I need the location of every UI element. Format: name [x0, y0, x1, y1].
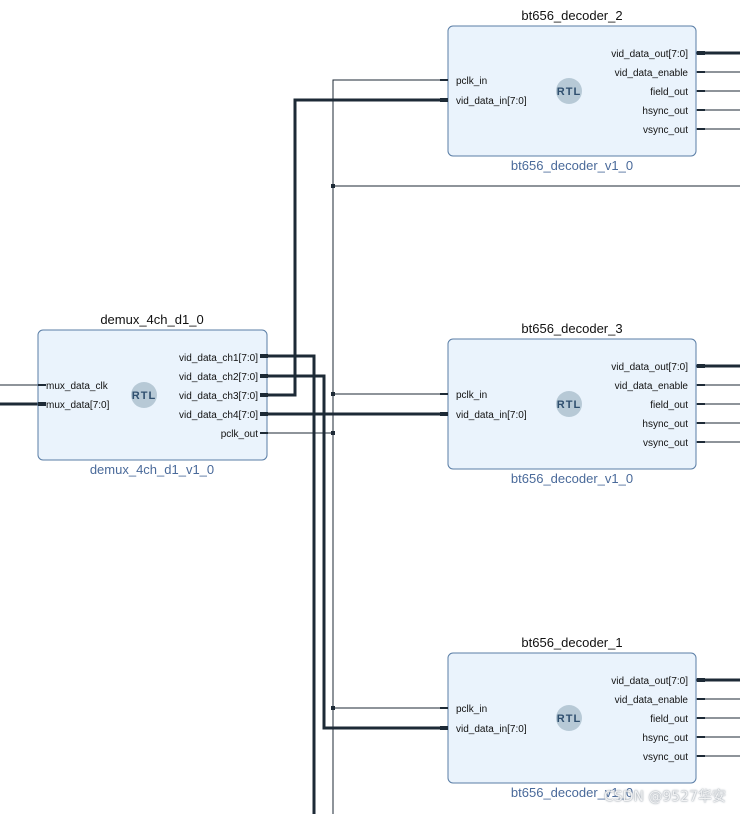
- port-label: vid_data_enable: [615, 381, 689, 392]
- block-title: bt656_decoder_1: [521, 635, 622, 650]
- junction-dot: [331, 184, 335, 188]
- port-label: pclk_in: [456, 704, 487, 715]
- rtl-icon: RTL: [132, 390, 156, 402]
- pin-stub-out: [697, 422, 705, 424]
- pin-stub-in: [440, 726, 448, 730]
- block-ip-name: bt656_decoder_v1_0: [511, 471, 633, 486]
- pin-stub-out: [697, 717, 705, 719]
- junction-dot: [331, 431, 335, 435]
- port-label: vid_data_out[7:0]: [611, 49, 688, 60]
- wire-pclk-net-main: [267, 79, 449, 434]
- pin-stub-in: [38, 402, 46, 406]
- block-ip-name: bt656_decoder_v1_0: [511, 785, 633, 800]
- port-label: hsync_out: [642, 733, 688, 744]
- decoder-2-block[interactable]: bt656_decoder_2 RTL pclk_in vid_data_in[…: [440, 8, 705, 173]
- pin-stub-out: [697, 678, 705, 682]
- pin-stub-out: [260, 374, 268, 378]
- port-label: hsync_out: [642, 419, 688, 430]
- pin-stub-out: [697, 51, 705, 55]
- pin-stub-out: [697, 128, 705, 130]
- pin-stub-in: [440, 79, 448, 81]
- pin-stub-out: [260, 432, 268, 434]
- wire-ch1-down: [266, 354, 316, 814]
- port-label: vid_data_in[7:0]: [456, 96, 527, 107]
- watermark: CSDN @9527华安: [604, 789, 726, 805]
- pin-stub-in: [440, 707, 448, 709]
- port-label: vsync_out: [643, 125, 688, 136]
- port-label: field_out: [650, 714, 688, 725]
- port-label: hsync_out: [642, 106, 688, 117]
- junctions: [331, 184, 335, 710]
- rtl-badge: RTL: [131, 382, 157, 408]
- rtl-badge: RTL: [556, 391, 582, 417]
- wire-ch2-to-decoder-1: [266, 374, 450, 730]
- port-label: field_out: [650, 400, 688, 411]
- port-label: field_out: [650, 87, 688, 98]
- port-label: vid_data_ch1[7:0]: [179, 353, 258, 364]
- port-label: vid_data_ch2[7:0]: [179, 372, 258, 383]
- port-label: pclk_out: [221, 429, 258, 440]
- pin-stub-out: [697, 698, 705, 700]
- port-label: pclk_in: [456, 390, 487, 401]
- port-label: mux_data[7:0]: [46, 400, 110, 411]
- pin-stub-in: [440, 412, 448, 416]
- block-ip-name: bt656_decoder_v1_0: [511, 158, 633, 173]
- junction-dot: [331, 706, 335, 710]
- port-label: vsync_out: [643, 438, 688, 449]
- port-label: vid_data_enable: [615, 68, 689, 79]
- pin-stub-in: [440, 393, 448, 395]
- decoder-1-block[interactable]: bt656_decoder_1 RTL pclk_in vid_data_in[…: [440, 635, 705, 800]
- wire-ch3-to-decoder-2: [266, 98, 450, 397]
- block-ip-name: demux_4ch_d1_v1_0: [90, 462, 214, 477]
- pin-stub-out: [697, 364, 705, 368]
- decoder-3-block[interactable]: bt656_decoder_3 RTL pclk_in vid_data_in[…: [440, 321, 705, 486]
- pin-stub-out: [697, 90, 705, 92]
- pin-stub-in: [38, 384, 46, 386]
- junction-dot: [331, 392, 335, 396]
- port-label: vid_data_ch4[7:0]: [179, 410, 258, 421]
- port-label: vid_data_in[7:0]: [456, 410, 527, 421]
- rtl-icon: RTL: [557, 399, 581, 411]
- port-label: vid_data_enable: [615, 695, 689, 706]
- rtl-icon: RTL: [557, 713, 581, 725]
- pin-stub-out: [260, 393, 268, 397]
- rtl-badge-circle: [131, 382, 157, 408]
- port-label: vid_data_ch3[7:0]: [179, 391, 258, 402]
- demux-block[interactable]: demux_4ch_d1_0 RTL mux_data_clk mux_data…: [37, 312, 268, 477]
- pin-stub-out: [697, 736, 705, 738]
- port-label: vid_data_out[7:0]: [611, 362, 688, 373]
- pin-stub-out: [697, 755, 705, 757]
- pin-stub-out: [697, 109, 705, 111]
- pin-stub-out: [697, 384, 705, 386]
- port-label: pclk_in: [456, 76, 487, 87]
- rtl-badge-circle: [556, 78, 582, 104]
- block-title: bt656_decoder_3: [521, 321, 622, 336]
- pin-stub-out: [697, 71, 705, 73]
- rtl-icon: RTL: [557, 86, 581, 98]
- block-title: bt656_decoder_2: [521, 8, 622, 23]
- port-label: mux_data_clk: [46, 381, 109, 392]
- pin-stub-out: [697, 441, 705, 443]
- port-label: vid_data_in[7:0]: [456, 724, 527, 735]
- pin-stub-in: [440, 98, 448, 102]
- port-label: vid_data_out[7:0]: [611, 676, 688, 687]
- rtl-badge-circle: [556, 391, 582, 417]
- pin-stub-out: [697, 403, 705, 405]
- pin-stub-out: [260, 412, 268, 416]
- port-label: vsync_out: [643, 752, 688, 763]
- pin-stub-out: [260, 354, 268, 358]
- rtl-badge: RTL: [556, 705, 582, 731]
- rtl-badge: RTL: [556, 78, 582, 104]
- block-title: demux_4ch_d1_0: [100, 312, 203, 327]
- rtl-badge-circle: [556, 705, 582, 731]
